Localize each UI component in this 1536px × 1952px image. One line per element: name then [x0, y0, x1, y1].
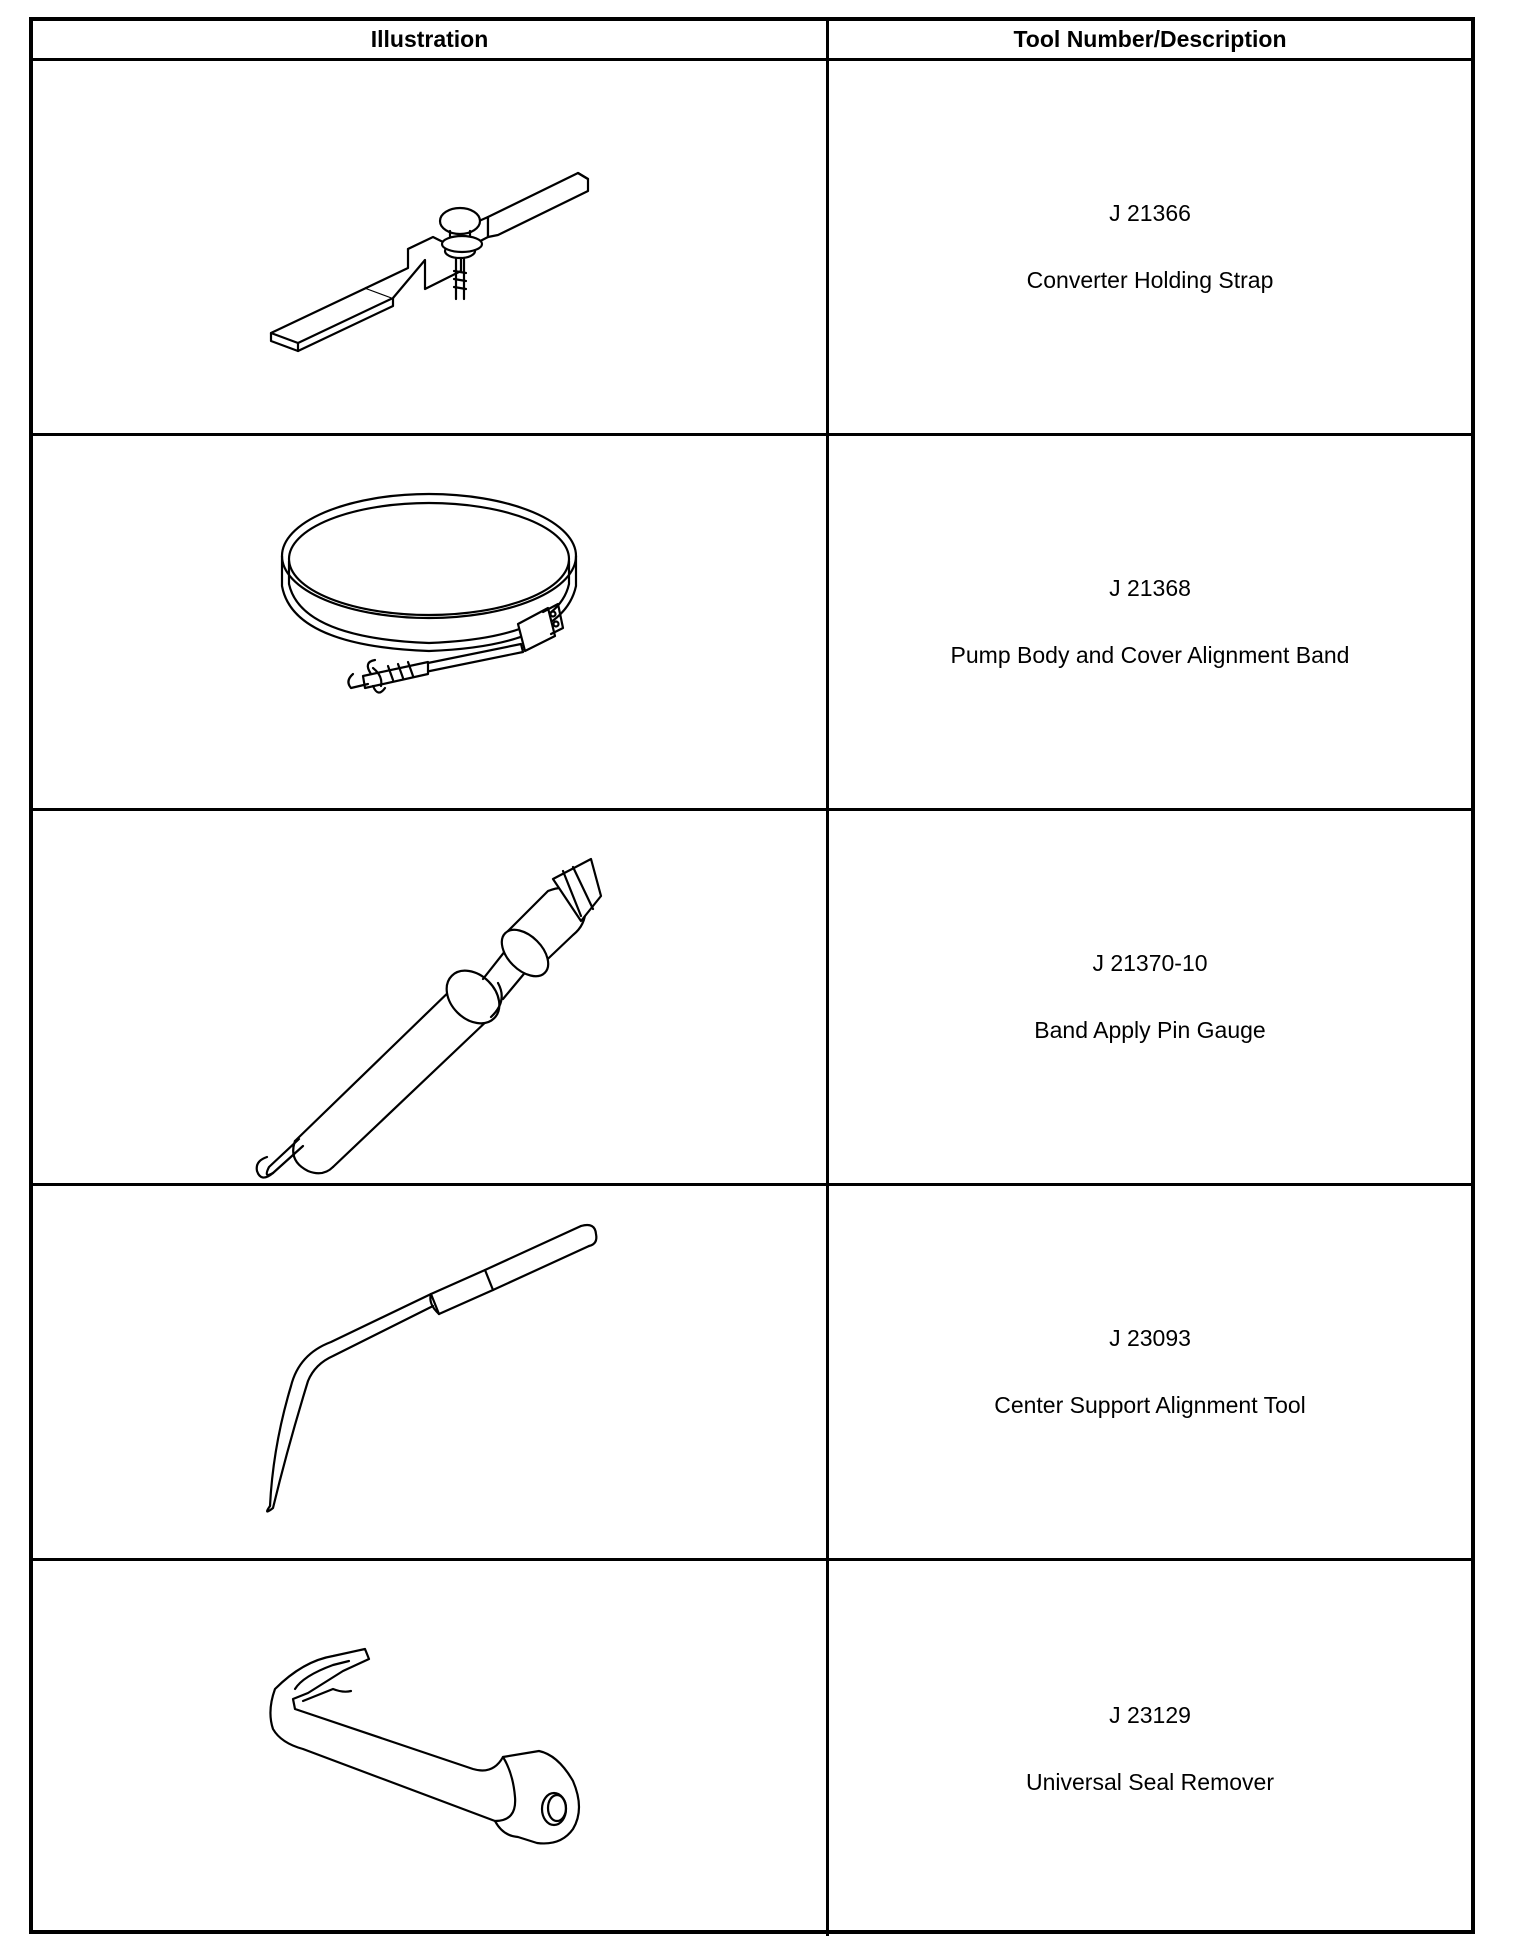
alignment-band-icon: [280, 492, 578, 694]
tool-name: Band Apply Pin Gauge: [1034, 1017, 1266, 1043]
tool-table: Illustration Tool Number/Description: [29, 17, 1475, 1936]
seal-remover-icon: [269, 1647, 581, 1845]
tool-number: J 21366: [1109, 200, 1191, 226]
tool-number: J 21370-10: [1092, 950, 1208, 976]
illustration-cell: [33, 61, 829, 433]
illustration-cell: [33, 1186, 829, 1558]
tool-name: Universal Seal Remover: [1026, 1768, 1274, 1795]
table-row: J 21366 Converter Holding Strap: [33, 61, 1471, 436]
tool-name: Converter Holding Strap: [1026, 267, 1274, 293]
header-tool-description: Tool Number/Description: [1013, 26, 1287, 52]
converter-holding-strap-icon: [269, 171, 590, 353]
description-cell: J 21368 Pump Body and Cover Alignment Ba…: [829, 436, 1471, 808]
table-header-row: Illustration Tool Number/Description: [33, 21, 1471, 61]
description-cell: J 23129 Universal Seal Remover: [829, 1561, 1471, 1936]
table-row: J 21370-10 Band Apply Pin Gauge: [33, 811, 1471, 1186]
table-row: J 23093 Center Support Alignment Tool: [33, 1186, 1471, 1561]
description-cell: J 21366 Converter Holding Strap: [829, 61, 1471, 433]
description-cell: J 21370-10 Band Apply Pin Gauge: [829, 811, 1471, 1183]
illustration-cell: [33, 811, 829, 1183]
illustration-cell: [33, 1561, 829, 1936]
table-row: J 21368 Pump Body and Cover Alignment Ba…: [33, 436, 1471, 811]
pin-gauge-icon: [255, 857, 603, 1179]
illustration-cell: [33, 436, 829, 808]
tool-number: J 23129: [1109, 1701, 1191, 1728]
header-illustration: Illustration: [33, 21, 829, 58]
table-row: J 23129 Universal Seal Remover: [33, 1561, 1471, 1936]
tool-name: Pump Body and Cover Alignment Band: [950, 642, 1350, 668]
center-support-tool-icon: [266, 1223, 598, 1513]
tool-name: Center Support Alignment Tool: [994, 1392, 1306, 1418]
description-cell: J 23093 Center Support Alignment Tool: [829, 1186, 1471, 1558]
tool-number: J 23093: [1109, 1325, 1191, 1351]
tool-number: J 21368: [1109, 575, 1191, 601]
